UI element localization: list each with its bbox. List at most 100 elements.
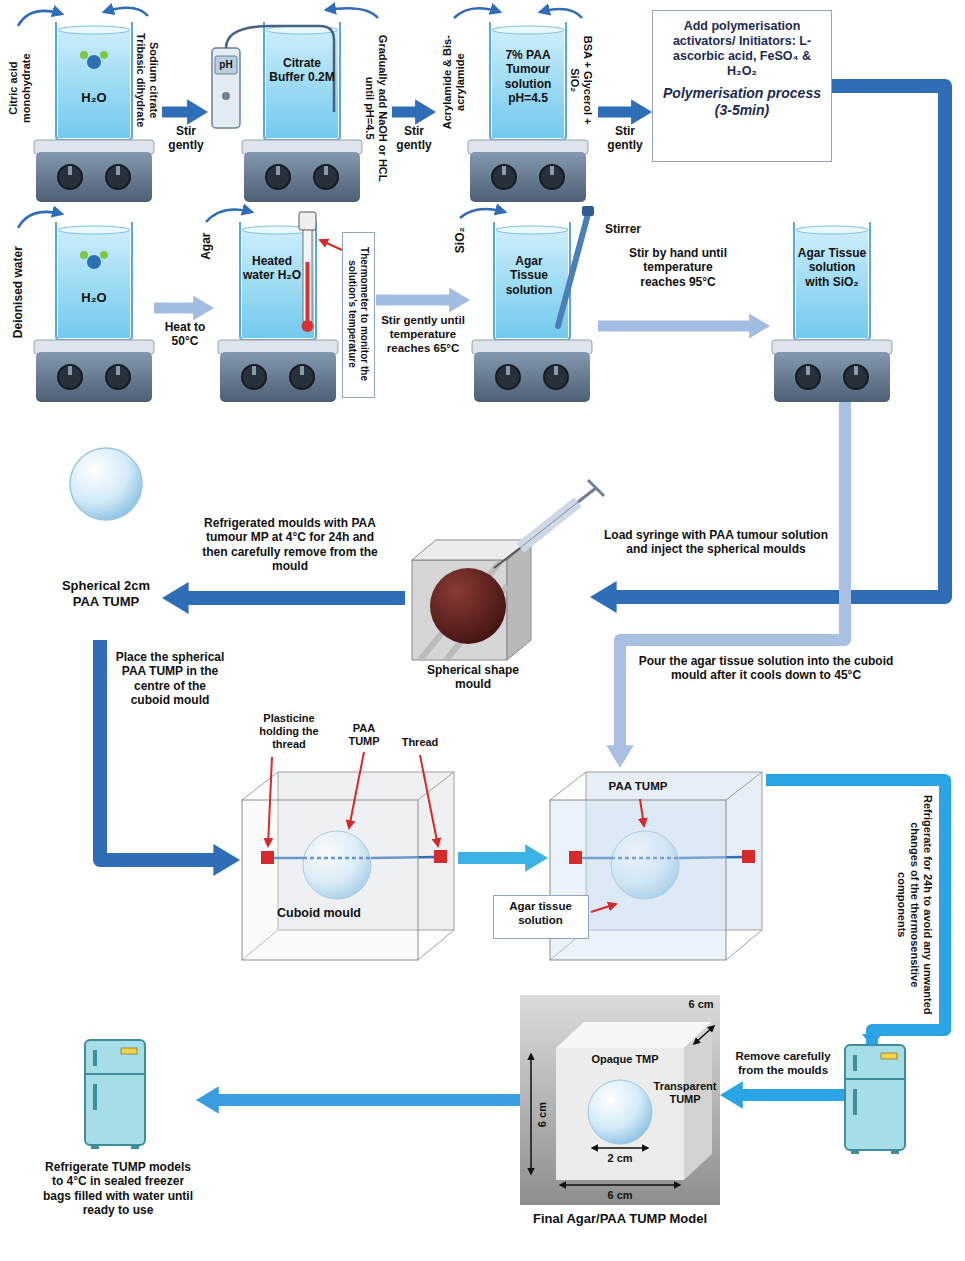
cuboid-mould-2 xyxy=(550,772,586,800)
node-text: Citrate Buffer 0.2M xyxy=(266,56,338,85)
arrow-label: Place the spherical PAA TUMP in the cent… xyxy=(114,650,226,708)
node-text: Thermometer to monitor the solution's te… xyxy=(346,237,370,391)
tumour-sphere: Spherical 2cm PAA TUMP xyxy=(50,440,162,640)
arrow-shaft xyxy=(616,86,945,597)
final-model-photo xyxy=(560,1184,680,1186)
arrow-shaft xyxy=(620,402,845,746)
final-model-photo xyxy=(588,1080,652,1144)
arrow-label: Load syringe with PAA tumour solution an… xyxy=(598,528,834,557)
flow-arrow xyxy=(590,86,945,613)
cuboid-mould-2 xyxy=(726,930,762,960)
arrow-head xyxy=(196,1086,219,1114)
ph-meter xyxy=(215,56,237,74)
node-text: Add polymerisation activators/ Initiator… xyxy=(661,19,823,79)
beaker-station: H₂O xyxy=(34,222,154,402)
cuboid-mould-1 xyxy=(434,850,447,863)
annotation-label: Gradually add NaOH or HCL until pH=4.5 xyxy=(363,24,389,192)
arrow-head xyxy=(606,745,634,768)
reagent-arrows xyxy=(326,8,378,18)
arrow-label: Stir gently xyxy=(392,124,436,153)
spherical-mould xyxy=(578,488,596,502)
final-model-photo xyxy=(530,1054,532,1174)
stirrer-stations xyxy=(772,222,892,402)
stirrer-rod xyxy=(558,206,594,326)
flow-arrow xyxy=(196,1086,520,1114)
fridges xyxy=(862,1034,882,1047)
arrow-head xyxy=(449,287,470,312)
cuboid-mould-2 xyxy=(742,850,755,863)
arrow-shaft xyxy=(458,852,526,864)
process-box: Add polymerisation activators/ Initiator… xyxy=(652,10,832,162)
annotation-label: PAA TUMP xyxy=(338,722,390,748)
reagent-arrows xyxy=(18,8,582,228)
reagent-arrows xyxy=(104,8,148,16)
annotation-label: Citric acid monohydrate xyxy=(7,32,33,144)
node-text: Spherical 2cm PAA TUMP xyxy=(56,578,156,609)
water-molecules xyxy=(80,251,88,259)
flow-arrow xyxy=(100,640,240,876)
thermometer xyxy=(306,262,310,322)
node-text: Agar Tissue solution xyxy=(496,254,562,297)
arrow-head xyxy=(213,844,240,876)
flow-arrow xyxy=(376,287,470,312)
annotation-box: Agar tissue solution xyxy=(493,895,589,939)
water-molecules xyxy=(87,55,101,69)
reagent-arrows xyxy=(460,209,505,218)
arrow-head xyxy=(631,99,652,124)
cuboid-mould-1 xyxy=(261,851,274,864)
spherical-mould xyxy=(588,480,604,496)
cuboid-mould-1 xyxy=(418,930,454,960)
fridges xyxy=(85,1034,905,1154)
reagent-arrows xyxy=(18,11,62,26)
node-text: Agar tissue solution xyxy=(497,900,584,928)
water-molecules xyxy=(100,51,108,59)
arrow-head xyxy=(415,99,436,124)
annotation-label: Transparent TUMP xyxy=(652,1080,718,1106)
flow-arrow xyxy=(162,99,208,124)
stirrer-stations xyxy=(34,222,154,402)
final-model-photo xyxy=(694,1026,714,1044)
annotation-label: pH xyxy=(215,59,237,71)
arrow-shaft xyxy=(218,1094,520,1106)
spherical-mould xyxy=(412,480,604,660)
fridges xyxy=(85,1040,145,1149)
annotation-label: Stirrer xyxy=(598,222,648,236)
arrow-shaft xyxy=(598,107,632,118)
annotation-label: 6 cm xyxy=(600,1189,640,1202)
cuboid-mould-2 xyxy=(591,904,616,912)
stirrer-stations xyxy=(218,222,338,402)
reagent-arrows xyxy=(540,9,582,18)
spherical-mould xyxy=(494,548,520,568)
final-model-photo xyxy=(592,1147,648,1149)
ph-meter xyxy=(222,92,230,100)
arrow-label: Refrigerated moulds with PAA tumour MP a… xyxy=(192,516,388,574)
flow-arrow xyxy=(606,402,845,768)
flow-arrow xyxy=(392,99,436,124)
node-text: Agar Tissue solution with SiO₂ xyxy=(796,246,868,289)
annotation-label: 6 cm xyxy=(536,1094,549,1134)
cuboid-mould-1 xyxy=(349,752,364,828)
node-text: Spherical shape mould xyxy=(413,663,533,692)
spherical-mould xyxy=(520,502,578,548)
arrow-shaft xyxy=(154,303,194,314)
stirrer-rod xyxy=(558,214,588,326)
arrow-label: Pour the agar tissue solution into the c… xyxy=(634,654,898,683)
arrow-head xyxy=(525,844,548,872)
cuboid-mould-2 xyxy=(726,772,762,800)
final-model-photo xyxy=(556,1048,684,1180)
node-text: Polymerisation process (3-5min) xyxy=(661,85,823,119)
arrow-shaft xyxy=(188,591,405,605)
fridges xyxy=(845,1045,905,1154)
stirrer-stations xyxy=(242,22,362,202)
node-text: PAA TUMP xyxy=(598,780,678,794)
spherical-mould xyxy=(430,568,506,644)
node-text: H₂O xyxy=(58,290,130,306)
arrow-head xyxy=(590,581,617,613)
stirrer-stations xyxy=(472,222,592,402)
arrow-head xyxy=(193,295,214,320)
beaker-station: Agar Tissue solution with SiO₂ xyxy=(770,222,894,402)
annotation-label: Sodium citrate Tribasic dihydrate xyxy=(134,20,160,140)
node-text: Refrigerate TUMP models to 4°C in sealed… xyxy=(42,1160,194,1218)
final-model-photo xyxy=(520,995,720,1205)
arrow-head xyxy=(187,99,208,124)
